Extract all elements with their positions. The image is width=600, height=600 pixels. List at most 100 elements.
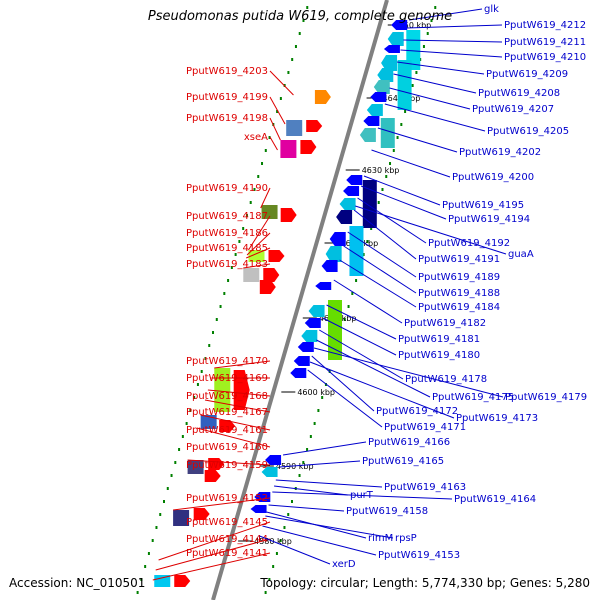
leader-line xyxy=(389,87,471,110)
leader-line xyxy=(311,355,375,412)
right-gene-label: PputW619_4172 xyxy=(376,406,458,417)
leader-line xyxy=(187,459,271,466)
track-guide-dot xyxy=(268,136,271,139)
track-guide-dot xyxy=(302,461,305,464)
left-gene-label: PputW619_4190 xyxy=(186,183,268,194)
leader-line xyxy=(207,389,271,397)
reverse-gene-arrow xyxy=(261,467,278,477)
track-guide-dot xyxy=(313,422,316,425)
track-guide-dot xyxy=(426,32,429,35)
right-gene-label: PputW619_4191 xyxy=(418,254,500,265)
forward-gene-arrow xyxy=(193,508,210,520)
track-guide-dot xyxy=(321,396,324,399)
ruler-label: 4590 kbp xyxy=(276,462,314,471)
forward-gene-arrow xyxy=(259,280,276,294)
track-guide-dot xyxy=(430,19,433,22)
left-gene-label: PputW619_4168 xyxy=(186,391,268,402)
leader-line xyxy=(355,205,507,255)
gene-block xyxy=(261,205,278,219)
track-guide-dot xyxy=(366,240,369,243)
track-guide-dot xyxy=(181,435,184,438)
track-guide-dot xyxy=(200,370,203,373)
right-gene-label: PputW619_4188 xyxy=(418,288,500,299)
left-gene-label: PputW619_4170 xyxy=(186,356,268,367)
track-guide-dot xyxy=(264,591,267,594)
leader-line xyxy=(269,117,281,141)
leader-line xyxy=(262,525,377,556)
reverse-gene-arrow xyxy=(366,104,383,116)
track-guide-dot xyxy=(306,6,309,9)
right-gene-label: PputW619_4171 xyxy=(384,422,466,433)
leader-line xyxy=(357,197,427,244)
track-guide-dot xyxy=(212,331,215,334)
accession-text: Accession: NC_010501 xyxy=(9,576,146,590)
track-guide-dot xyxy=(385,175,388,178)
leader-line xyxy=(319,329,404,380)
reverse-gene-arrow xyxy=(343,186,360,196)
track-guide-dot xyxy=(238,240,241,243)
right-gene-label: PputW619_4173 xyxy=(456,413,538,424)
leader-line xyxy=(214,360,271,369)
reverse-gene-arrow xyxy=(346,175,363,185)
gene-block xyxy=(397,60,412,110)
track-guide-dot xyxy=(279,539,282,542)
track-guide-dot xyxy=(298,474,301,477)
right-gene-label: PputW619_4209 xyxy=(486,69,568,80)
left-gene-label: PputW619_4145 xyxy=(186,517,268,528)
track-guide-dot xyxy=(309,435,312,438)
track-guide-dot xyxy=(422,45,425,48)
track-guide-dot xyxy=(166,487,169,490)
leader-line xyxy=(246,232,271,256)
left-gene-label: PputW619_4144 xyxy=(186,534,268,545)
leader-line xyxy=(333,279,403,324)
track-guide-dot xyxy=(396,136,399,139)
leader-line xyxy=(309,361,455,419)
track-guide-dot xyxy=(253,188,256,191)
track-guide-dot xyxy=(136,591,139,594)
track-guide-dot xyxy=(230,266,233,269)
leader-line xyxy=(360,185,447,220)
right-gene-label: PputW619_4179 xyxy=(505,392,587,403)
right-gene-label: PputW619_4210 xyxy=(504,52,586,63)
track-guide-dot xyxy=(189,409,192,412)
forward-gene-arrow xyxy=(263,268,280,282)
right-gene-label: PputW619_4180 xyxy=(398,350,480,361)
leader-line xyxy=(279,460,361,468)
track-guide-dot xyxy=(223,292,226,295)
gene-block xyxy=(243,268,260,282)
reverse-gene-arrow xyxy=(377,68,394,82)
track-guide-dot xyxy=(389,162,392,165)
track-guide-dot xyxy=(178,448,181,451)
left-gene-label: PputW619_4161 xyxy=(186,425,268,436)
leader-line xyxy=(269,70,294,96)
track-guide-dot xyxy=(208,344,211,347)
track-guide-dot xyxy=(279,97,282,100)
reverse-gene-arrow xyxy=(359,128,376,142)
leader-line xyxy=(275,479,383,488)
left-gene-label: PputW619_4186 xyxy=(186,228,268,239)
forward-gene-arrow xyxy=(219,420,236,432)
right-gene-label: PputW619_4207 xyxy=(472,104,554,115)
track-guide-dot xyxy=(268,578,271,581)
leader-line xyxy=(400,49,503,58)
reverse-gene-arrow xyxy=(373,80,390,94)
track-guide-dot xyxy=(291,58,294,61)
track-guide-dot xyxy=(370,227,373,230)
track-guide-dot xyxy=(144,565,147,568)
track-guide-dot xyxy=(287,71,290,74)
right-gene-label: PputW619_4194 xyxy=(448,214,530,225)
left-gene-label: PputW619_4185 xyxy=(186,243,268,254)
reverse-gene-arrow xyxy=(363,116,380,126)
track-guide-dot xyxy=(294,45,297,48)
leader-line xyxy=(377,127,458,153)
leader-line xyxy=(260,187,271,209)
gene-block xyxy=(286,120,303,136)
forward-gene-arrow xyxy=(174,575,191,587)
right-gene-label: PputW619_4189 xyxy=(418,272,500,283)
left-gene-label: PputW619_4203 xyxy=(186,66,268,77)
right-gene-label: guaA xyxy=(508,249,534,260)
track-guide-dot xyxy=(272,565,275,568)
left-gene-label: PputW619_4159 xyxy=(186,460,268,471)
right-gene-label: PputW619_4181 xyxy=(398,334,480,345)
